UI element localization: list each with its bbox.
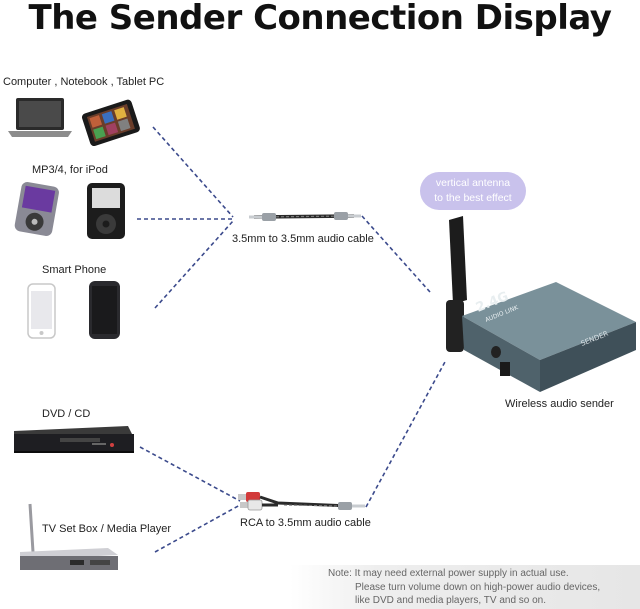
antenna-callout-line1: vertical antenna [435, 177, 511, 189]
mp3-label: MP3/4, for iPod [32, 164, 108, 176]
antenna-callout: vertical antenna to the best effect [420, 172, 526, 210]
dvd-label: DVD / CD [42, 408, 91, 420]
tv-box-label: TV Set Box / Media Player [42, 523, 171, 535]
note-line2: Please turn volume down on high-power au… [355, 582, 601, 593]
aux-cable-label: 3.5mm to 3.5mm audio cable [232, 233, 374, 245]
wireless-sender-icon: 2.4G AUDIO LINK SENDER [446, 216, 636, 392]
page-title: The Sender Connection Display [28, 0, 612, 38]
line-computer [152, 126, 234, 218]
ipod-icon [87, 183, 125, 239]
antenna-callout-line2: to the best effect [434, 192, 512, 204]
line-tv [154, 504, 241, 553]
rca-cable-icon [238, 492, 365, 511]
laptop-icon [8, 98, 72, 137]
white-phone-icon [27, 283, 56, 339]
sender-label: Wireless audio sender [505, 398, 614, 410]
mp3-player-icon [14, 182, 59, 236]
line-phone [154, 220, 234, 309]
aux-cable-icon [249, 212, 361, 221]
set-top-box-icon [20, 503, 118, 570]
smart-phone-label: Smart Phone [42, 264, 107, 276]
computer-label: Computer , Notebook , Tablet PC [3, 76, 165, 88]
connection-lines [137, 126, 447, 553]
line-rca-to-sender [365, 359, 447, 508]
tablet-icon [81, 99, 140, 147]
black-phone-icon [89, 281, 120, 339]
rca-cable-label: RCA to 3.5mm audio cable [240, 517, 371, 529]
line-aux-to-sender [361, 215, 431, 293]
dvd-player-icon [14, 426, 134, 453]
line-dvd [139, 446, 241, 502]
note-line3: like DVD and media players, TV and so on… [355, 595, 547, 606]
note-line1: Note: It may need external power supply … [328, 568, 569, 579]
power-note: Note: It may need external power supply … [290, 565, 640, 609]
